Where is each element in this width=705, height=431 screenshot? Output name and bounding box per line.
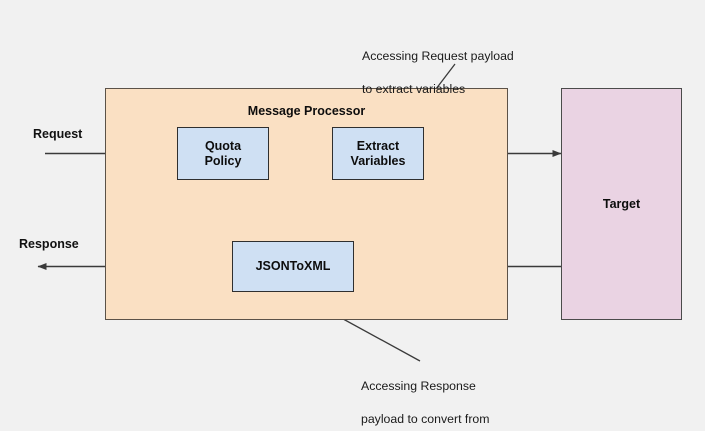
policy-box-quota-policy[interactable]: Quota Policy <box>177 127 269 180</box>
target-box[interactable]: Target <box>561 88 682 320</box>
policy-box-extract-variables[interactable]: Extract Variables <box>332 127 424 180</box>
request-annotation-line-1: Accessing Request payload <box>362 49 514 64</box>
policy-label-line-1: Quota <box>204 138 242 153</box>
response-annotation-line-2: payload to convert from <box>361 412 490 427</box>
policy-label-line-2: Variables <box>350 153 406 168</box>
request-annotation: Accessing Request payload to extract var… <box>362 32 562 114</box>
response-label: Response <box>19 237 79 251</box>
message-processor-title: Message Processor <box>247 104 366 118</box>
request-label: Request <box>33 127 83 141</box>
response-annotation-line-1: Accessing Response <box>361 379 476 394</box>
policy-label-jsontoxml: JSONToXML <box>255 259 331 274</box>
policy-label-line-2: Policy <box>204 153 242 168</box>
target-label: Target <box>602 196 641 211</box>
response-annotation: Accessing Response payload to convert fr… <box>361 362 561 431</box>
policy-box-jsontoxml[interactable]: JSONToXML <box>232 241 354 292</box>
policy-label-quota-policy: Quota Policy <box>205 139 242 169</box>
request-annotation-line-2: to extract variables <box>362 82 466 97</box>
policy-label-line-1: Extract <box>356 138 400 153</box>
policy-label-extract-variables: Extract Variables <box>351 139 406 169</box>
